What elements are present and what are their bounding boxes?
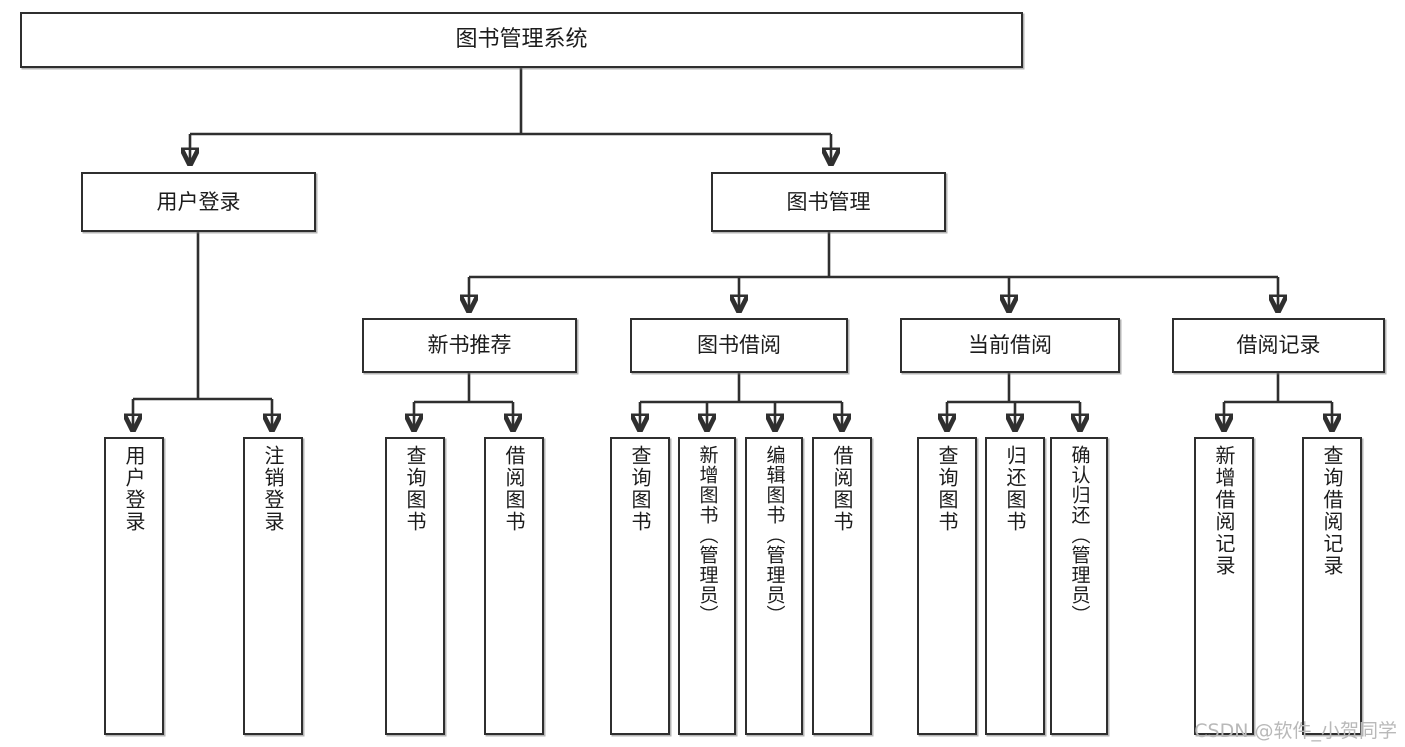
node-label: 编辑图书（管理员） <box>763 445 786 625</box>
node-label: 用户登录 <box>122 445 146 533</box>
node-current-borrow[interactable]: 当前借阅 <box>900 318 1120 373</box>
leaf-borrow-book[interactable]: 借阅图书 <box>812 437 872 735</box>
node-label: 借阅图书 <box>830 445 854 533</box>
leaf-query-book-recommend[interactable]: 查询图书 <box>385 437 445 735</box>
leaf-borrow-book-recommend[interactable]: 借阅图书 <box>484 437 544 735</box>
node-new-book-recommend[interactable]: 新书推荐 <box>362 318 577 373</box>
node-label: 用户登录 <box>156 189 241 214</box>
node-user-login[interactable]: 用户登录 <box>81 172 316 232</box>
watermark: CSDN @软件_小贺同学 <box>1194 720 1397 742</box>
leaf-add-book-admin[interactable]: 新增图书（管理员） <box>678 437 736 735</box>
leaf-logout[interactable]: 注销登录 <box>243 437 303 735</box>
leaf-query-book-borrow[interactable]: 查询图书 <box>610 437 670 735</box>
node-label: 查询借阅记录 <box>1320 445 1344 577</box>
leaf-add-borrow-record[interactable]: 新增借阅记录 <box>1194 437 1254 735</box>
node-root-system[interactable]: 图书管理系统 <box>20 12 1023 68</box>
node-label: 查询图书 <box>403 445 427 533</box>
node-book-borrow[interactable]: 图书借阅 <box>630 318 848 373</box>
node-label: 查询图书 <box>935 445 959 533</box>
node-label: 新增借阅记录 <box>1212 445 1236 577</box>
leaf-confirm-return-admin[interactable]: 确认归还（管理员） <box>1050 437 1108 735</box>
node-label: 归还图书 <box>1003 445 1027 533</box>
leaf-return-book[interactable]: 归还图书 <box>985 437 1045 735</box>
node-borrow-record[interactable]: 借阅记录 <box>1172 318 1385 373</box>
leaf-query-borrow-record[interactable]: 查询借阅记录 <box>1302 437 1362 735</box>
node-label: 当前借阅 <box>968 333 1052 358</box>
node-label: 借阅图书 <box>502 445 526 533</box>
leaf-user-login[interactable]: 用户登录 <box>104 437 164 735</box>
node-label: 图书管理系统 <box>455 27 588 53</box>
leaf-edit-book-admin[interactable]: 编辑图书（管理员） <box>745 437 803 735</box>
node-label: 确认归还（管理员） <box>1068 445 1091 625</box>
node-label: 查询图书 <box>628 445 652 533</box>
node-label: 图书管理 <box>786 189 871 214</box>
node-label: 借阅记录 <box>1236 333 1321 358</box>
node-label: 注销登录 <box>261 445 285 533</box>
node-label: 图书借阅 <box>697 333 781 358</box>
node-label: 新增图书（管理员） <box>696 445 719 625</box>
leaf-query-book-current[interactable]: 查询图书 <box>917 437 977 735</box>
node-book-management[interactable]: 图书管理 <box>711 172 946 232</box>
node-label: 新书推荐 <box>427 333 512 358</box>
